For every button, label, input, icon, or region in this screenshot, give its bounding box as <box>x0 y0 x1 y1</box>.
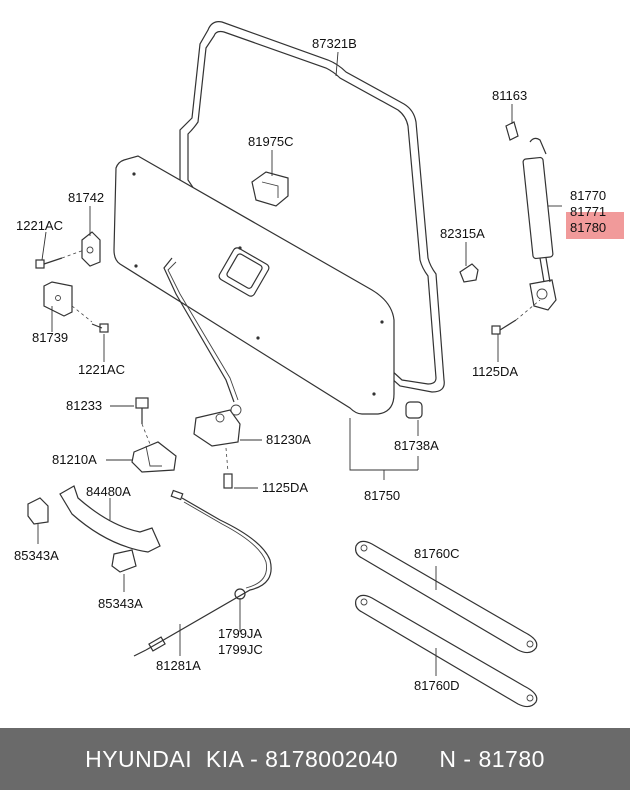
label-81738a: 81738A <box>394 438 439 453</box>
gas-strut <box>522 137 557 311</box>
cover-85343a-upper <box>27 497 49 525</box>
leader-lines <box>37 51 562 676</box>
latch-rod-inner <box>167 261 239 401</box>
parts-diagram: 87321B 81163 81975C 81742 1221AC 81770 8… <box>14 21 624 708</box>
label-81163: 81163 <box>492 88 527 103</box>
latch-rod <box>163 257 235 403</box>
cover-85343a-lower <box>111 549 137 573</box>
bolt-81163 <box>505 121 519 141</box>
label-81233: 81233 <box>66 398 102 413</box>
bumper-81738a <box>405 401 423 419</box>
cable-81281a <box>133 489 272 657</box>
label-81750: 81750 <box>364 488 400 503</box>
screw-1125da-latch <box>223 447 233 489</box>
label-81742: 81742 <box>68 190 104 205</box>
footer-brand-number: HYUNDAI KIA - 8178002040 <box>85 745 399 772</box>
label-1125da-strut: 1125DA <box>472 364 518 379</box>
bolt-81233 <box>135 397 151 445</box>
label-82315a: 82315A <box>440 226 485 241</box>
highlight-box <box>566 212 624 239</box>
label-81760c: 81760C <box>414 546 460 561</box>
label-81230a: 81230A <box>266 432 311 447</box>
label-84480a: 84480A <box>86 484 131 499</box>
label-81760d: 81760D <box>414 678 460 693</box>
bracket-81739 <box>43 281 73 317</box>
trim-panel <box>113 155 395 415</box>
weatherstrip-frame <box>179 21 445 393</box>
label-81281a: 81281A <box>156 658 201 673</box>
label-85343a-left: 85343A <box>14 548 59 563</box>
check-rod-81760d <box>355 594 538 708</box>
check-rod-81760c <box>355 540 538 654</box>
label-81975c: 81975C <box>248 134 294 149</box>
label-81739: 81739 <box>32 330 68 345</box>
label-81780: 81780 <box>570 220 606 235</box>
grip-handle-84480a <box>59 485 161 553</box>
label-1799ja: 1799JA <box>218 626 262 641</box>
latch-81230a <box>193 404 242 447</box>
footer-spacer <box>398 746 439 773</box>
screw-1125da-strut <box>491 299 541 335</box>
stopper-82315a <box>459 263 479 283</box>
striker-81210a <box>131 441 177 473</box>
label-1799jc: 1799JC <box>218 642 263 657</box>
part-number-footer: HYUNDAI KIA - 8178002040 N - 81780 <box>0 728 630 790</box>
label-81770: 81770 <box>570 188 606 203</box>
label-85343a-right: 85343A <box>98 596 143 611</box>
bolt-1221ac-upper <box>35 249 85 269</box>
bolt-1221ac-lower <box>71 305 109 333</box>
label-1221ac-upper: 1221AC <box>16 218 63 233</box>
label-81210a: 81210A <box>52 452 97 467</box>
clip-81975c <box>251 171 289 207</box>
label-81771: 81771 <box>570 204 606 219</box>
footer-part-code: N - 81780 <box>439 745 545 772</box>
label-87321b: 87321B <box>312 36 357 51</box>
label-1221ac-lower: 1221AC <box>78 362 125 377</box>
label-1125da-latch: 1125DA <box>262 480 308 495</box>
bracket-81742 <box>81 231 101 267</box>
